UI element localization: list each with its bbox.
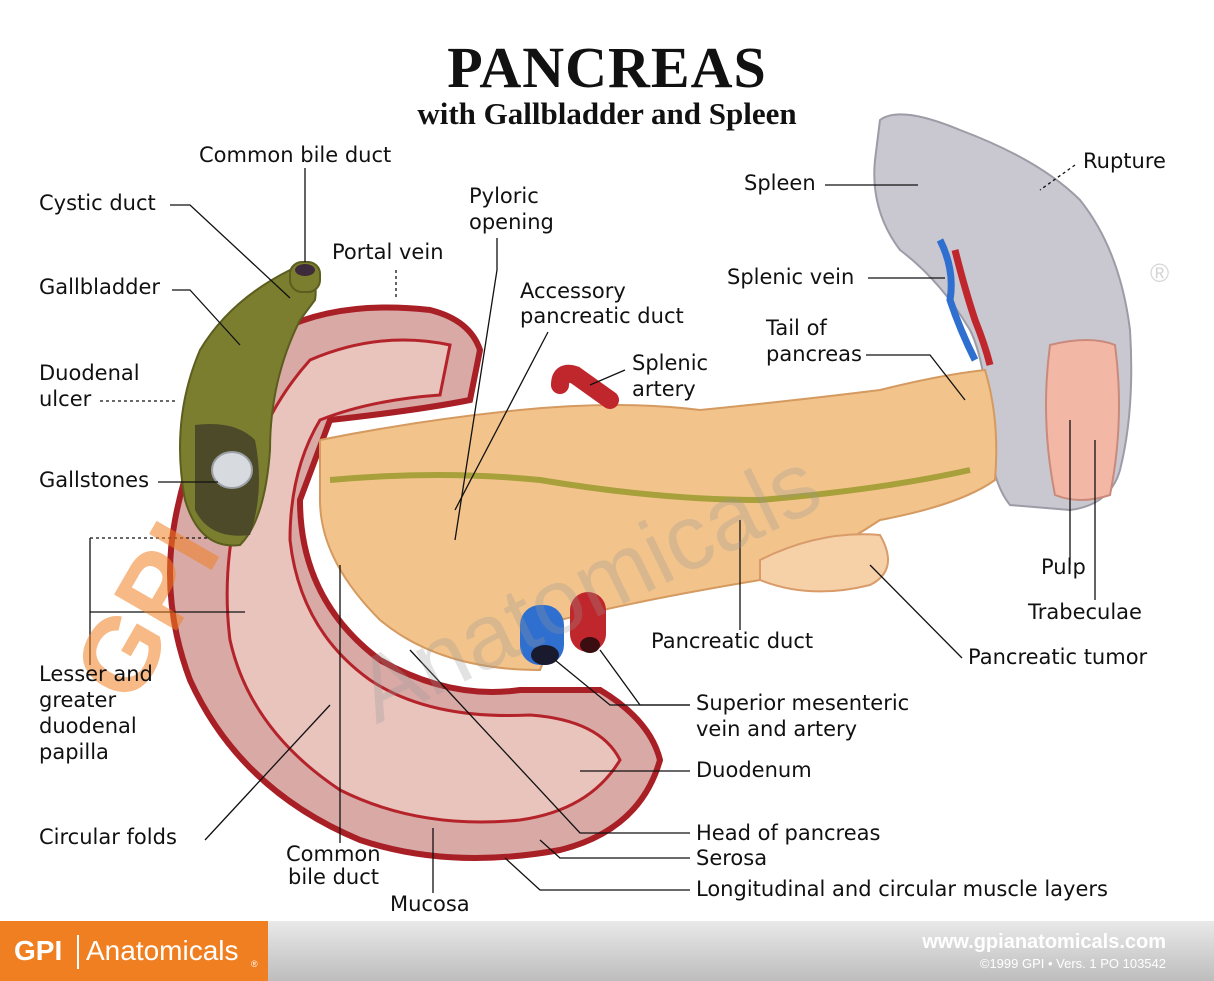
spleen-shape	[873, 113, 1133, 512]
label-pulp: Pulp	[1041, 555, 1086, 579]
label-accessory-1: Accessory	[520, 279, 626, 303]
page-subtitle: with Gallbladder and Spleen	[417, 96, 797, 131]
label-pancreatic-tumor: Pancreatic tumor	[968, 645, 1148, 669]
label-trabeculae: Trabeculae	[1028, 600, 1142, 624]
label-spleen: Spleen	[744, 171, 816, 195]
gallbladder-shape	[179, 261, 321, 547]
label-duodenal-ulcer-2: ulcer	[39, 387, 92, 411]
brand-divider	[77, 935, 79, 969]
brand-anatomicals: Anatomicals	[86, 935, 239, 966]
label-circular-folds: Circular folds	[39, 825, 177, 849]
label-duodenal-ulcer-1: Duodenal	[39, 361, 140, 385]
label-splenic-artery-2: artery	[632, 377, 696, 401]
label-common-bile-duct-bottom-2: bile duct	[288, 865, 380, 889]
leader-lines	[89, 164, 1096, 893]
duodenum-shape	[167, 304, 664, 861]
label-common-bile-duct-top: Common bile duct	[199, 143, 392, 167]
brand-gpi: GPI	[14, 935, 63, 966]
label-splenic-artery-1: Splenic	[632, 351, 709, 375]
label-head-of-pancreas: Head of pancreas	[696, 821, 881, 845]
label-sma-2: vein and artery	[696, 717, 858, 741]
label-mucosa: Mucosa	[390, 892, 470, 916]
label-papilla-2: greater	[39, 688, 117, 712]
label-papilla-4: papilla	[39, 740, 109, 764]
label-sma-1: Superior mesenteric	[696, 691, 910, 715]
pancreas-shape	[319, 368, 998, 672]
label-muscle-layers: Longitudinal and circular muscle layers	[696, 877, 1108, 901]
label-tail-2: pancreas	[766, 342, 862, 366]
footer-copyright: ©1999 GPI • Vers. 1 PO 103542	[979, 956, 1166, 971]
brand-logo	[0, 921, 268, 981]
label-portal-vein: Portal vein	[332, 240, 444, 264]
label-cystic-duct: Cystic duct	[39, 191, 156, 215]
label-gallbladder: Gallbladder	[39, 275, 161, 299]
page-title: PANCREAS	[447, 35, 767, 100]
label-accessory-2: pancreatic duct	[520, 304, 684, 328]
label-pancreatic-duct: Pancreatic duct	[651, 629, 814, 653]
label-rupture: Rupture	[1083, 149, 1166, 173]
brand-registered: ®	[251, 959, 258, 969]
label-common-bile-duct-bottom-1: Common	[286, 842, 381, 866]
label-duodenum: Duodenum	[696, 758, 812, 782]
label-tail-1: Tail of	[766, 316, 827, 340]
footer-url[interactable]: www.gpianatomicals.com	[922, 931, 1166, 953]
label-papilla-3: duodenal	[39, 714, 137, 738]
label-papilla-1: Lesser and	[39, 662, 153, 686]
label-serosa: Serosa	[696, 846, 768, 870]
vessels-shape	[520, 364, 619, 665]
label-splenic-vein: Splenic vein	[727, 265, 855, 289]
label-pyloric-2: opening	[469, 210, 554, 234]
label-pyloric-1: Pyloric	[469, 184, 539, 208]
label-gallstones: Gallstones	[39, 468, 150, 492]
